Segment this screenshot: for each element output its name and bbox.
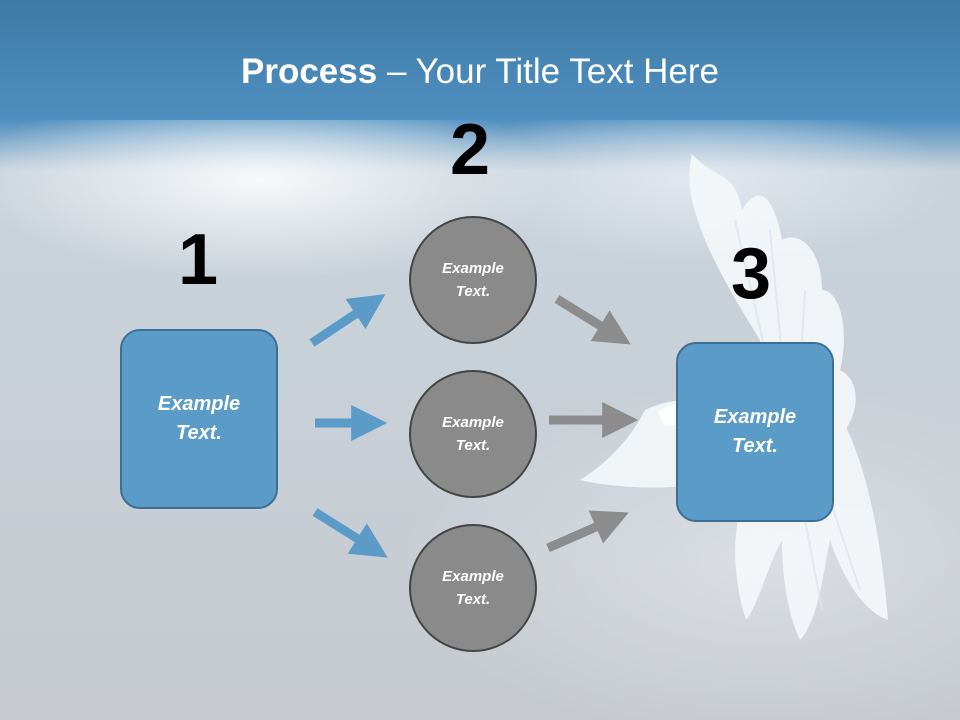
step-2-number: 2 [450,110,491,190]
slide-title: Process – Your Title Text Here [0,52,960,92]
step-3-text: Example Text. [713,406,797,457]
arrow-gray-down [554,295,631,345]
step-2-circle-top: Example Text. [409,216,537,344]
step-1-number: 1 [178,220,219,300]
circle-text: Example Text. [442,413,504,454]
circle-text: Example Text. [442,259,504,300]
circle-text: Example Text. [442,567,504,608]
title-rest: – Your Title Text Here [377,52,719,91]
arrow-blue-up [309,294,386,347]
step-1-box: Example Text. [120,329,278,509]
arrow-gray-up [546,510,629,553]
step-3-number: 3 [731,234,772,314]
step-2-circle-middle: Example Text. [409,370,537,498]
step-3-box: Example Text. [676,342,834,522]
step-1-text: Example Text. [157,393,241,444]
title-bold: Process [241,52,378,91]
step-2-circle-bottom: Example Text. [409,524,537,652]
arrow-blue-down [312,508,388,558]
